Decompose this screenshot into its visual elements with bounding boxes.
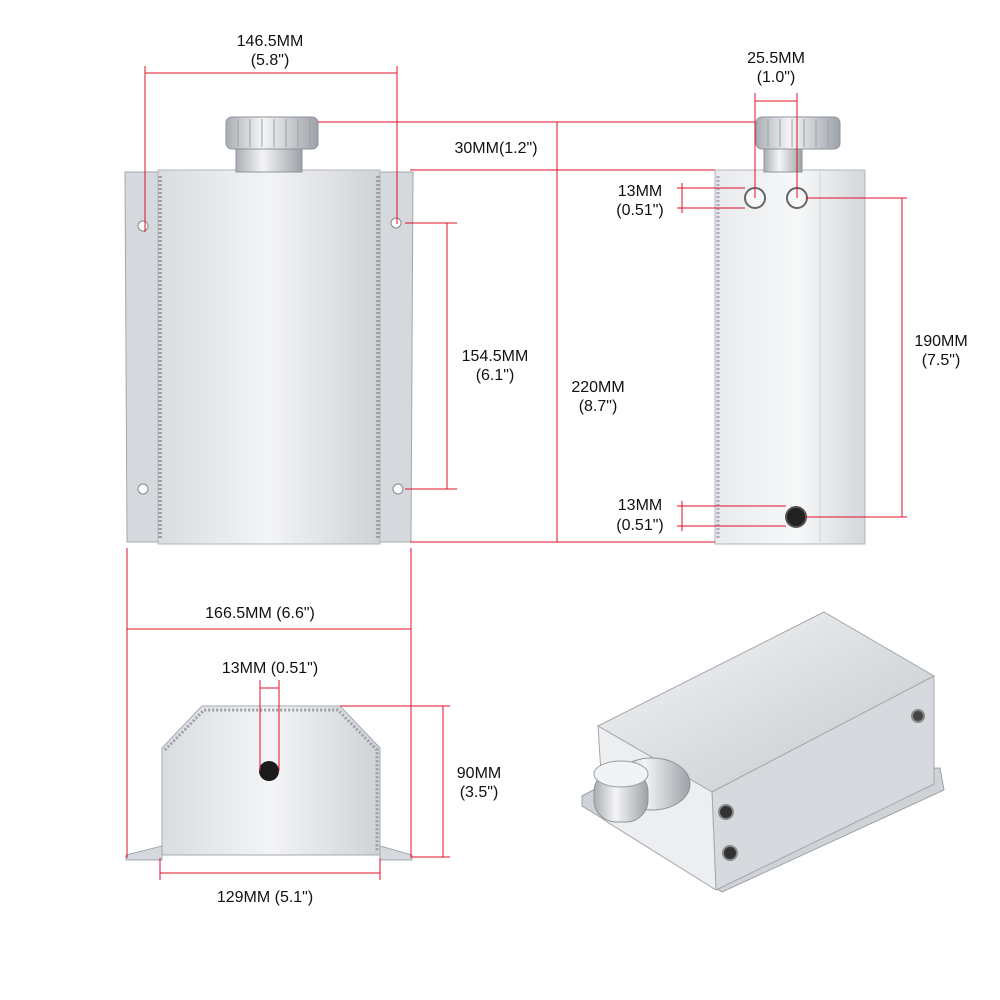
label-top-width-mm: 146.5MM <box>237 33 304 50</box>
side-cap-neck <box>763 145 803 173</box>
label-outlet-spacing-mm: 25.5MM <box>747 50 805 67</box>
bottom-flange-left <box>125 845 163 861</box>
label-port-bottom-mm: 13MM <box>618 497 662 514</box>
front-mount-hole-top-right <box>390 217 402 229</box>
label-cap-height: 30MM(1.2") <box>454 140 537 157</box>
label-body-height-in: (7.5") <box>922 352 961 369</box>
label-depth-mm: 90MM <box>457 765 501 782</box>
bottom-view <box>125 705 413 861</box>
iso-port-side <box>911 709 925 723</box>
isometric-view <box>581 611 945 893</box>
label-flange-width: 166.5MM (6.6") <box>205 605 315 622</box>
label-depth-in: (3.5") <box>460 784 499 801</box>
side-tank-body <box>714 169 866 545</box>
bottom-flange-right <box>379 845 413 861</box>
label-body-height-mm: 190MM <box>914 333 967 350</box>
side-view <box>714 116 866 545</box>
front-mount-hole-bottom-right <box>392 483 404 495</box>
dimension-lines <box>126 66 907 880</box>
side-cap <box>755 116 841 150</box>
label-top-width-in: (5.8") <box>251 52 290 69</box>
label-hole-spacing-in: (6.1") <box>476 367 515 384</box>
label-port-top-mm: 13MM <box>618 183 662 200</box>
side-port-lower <box>785 506 807 528</box>
label-overall-height-in: (8.7") <box>579 398 618 415</box>
label-base-width: 129MM (5.1") <box>217 889 313 906</box>
bottom-port <box>259 761 279 781</box>
front-mount-hole-top-left <box>137 220 149 232</box>
front-mount-hole-bottom-left <box>137 483 149 495</box>
front-view <box>124 116 414 545</box>
label-bottom-port: 13MM (0.51") <box>222 660 318 677</box>
front-cap <box>225 116 319 150</box>
iso-port-lower <box>722 845 738 861</box>
front-cap-neck <box>235 145 303 173</box>
label-hole-spacing-mm: 154.5MM <box>462 348 529 365</box>
label-port-bottom-in: (0.51") <box>616 517 663 534</box>
label-overall-height-mm: 220MM <box>571 379 624 396</box>
label-port-top-in: (0.51") <box>616 202 663 219</box>
label-outlet-spacing-in: (1.0") <box>757 69 796 86</box>
iso-port-upper <box>718 804 734 820</box>
front-tank-body <box>157 169 381 545</box>
dimension-labels: 146.5MM (5.8") 25.5MM (1.0") 30MM(1.2") … <box>205 33 968 906</box>
